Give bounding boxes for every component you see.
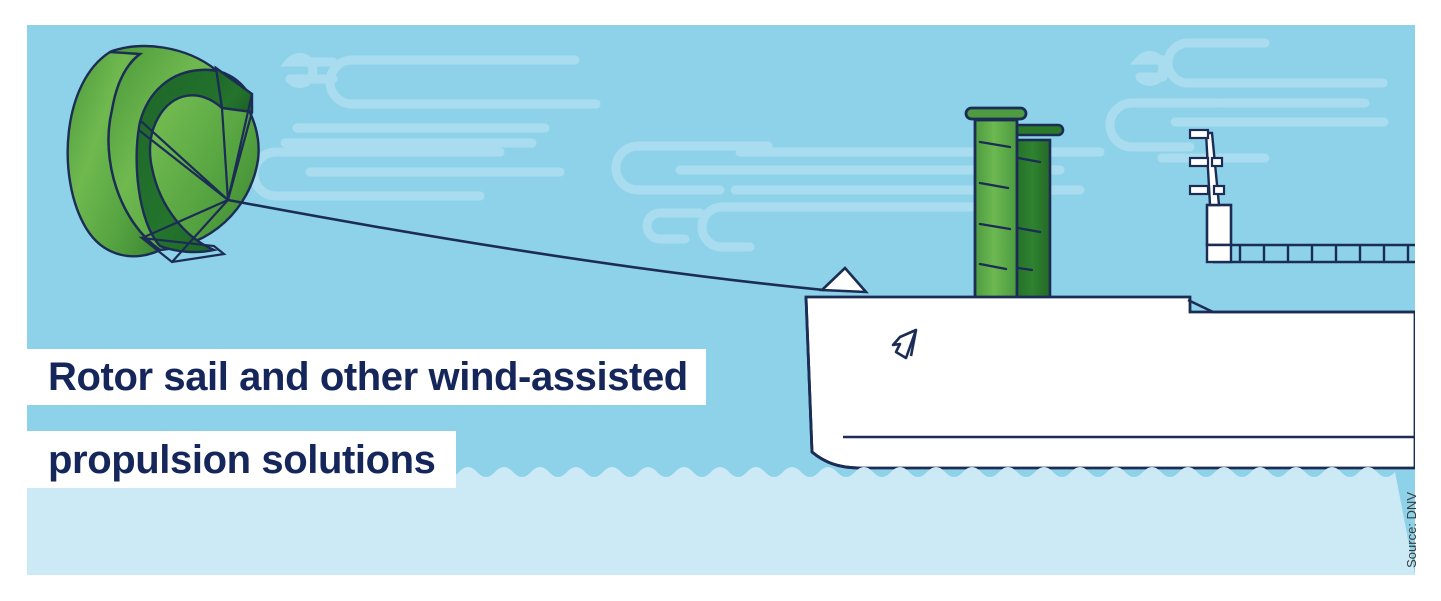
deck-railing bbox=[1213, 243, 1415, 264]
figure-title-line-2-text: propulsion solutions bbox=[48, 437, 436, 482]
mast-crossbar-mid-right bbox=[1210, 156, 1224, 168]
ship-bow-curve bbox=[804, 296, 861, 470]
kite-rigging-lines bbox=[138, 92, 254, 264]
ship-mast bbox=[1188, 128, 1226, 207]
source-attribution: Source: DNV bbox=[1404, 492, 1419, 568]
mast-crossbar-low-left bbox=[1188, 184, 1210, 196]
figure-title-line-2: propulsion solutions bbox=[0, 431, 456, 488]
rotor-front-stripes bbox=[978, 140, 1012, 271]
rotor-rear-stripes bbox=[1016, 156, 1042, 272]
kite-tether bbox=[226, 198, 826, 292]
mast-crossbar-top bbox=[1188, 128, 1210, 140]
rotor-rear-body bbox=[1013, 138, 1052, 302]
rotor-front-cap bbox=[964, 106, 1028, 121]
bow-fairlead bbox=[818, 266, 869, 294]
wind-lines-left bbox=[280, 53, 601, 148]
ship-bridge bbox=[1205, 203, 1233, 247]
figure-title-line-1-text: Rotor sail and other wind-assisted bbox=[48, 355, 688, 399]
mast-crossbar-mid-left bbox=[1188, 156, 1210, 168]
ship-bridge-lower bbox=[1205, 243, 1233, 264]
rotor-rear-cap bbox=[1009, 123, 1065, 137]
ship-hull bbox=[804, 295, 1415, 470]
rotor-sail-rear bbox=[1009, 123, 1065, 302]
anchor-emblem bbox=[891, 328, 918, 360]
rotor-sail-front bbox=[964, 106, 1028, 302]
mast-crossbar-low-right bbox=[1212, 184, 1226, 196]
ship-stern-step bbox=[1187, 298, 1415, 314]
figure-title-line-1: Rotor sail and other wind-assisted bbox=[0, 349, 706, 405]
